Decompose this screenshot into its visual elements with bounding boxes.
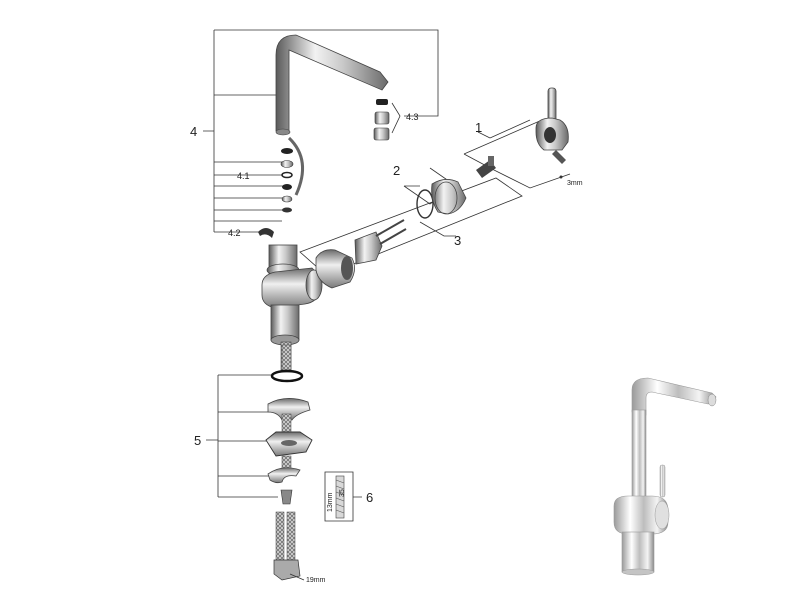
callout-1-bracket — [463, 119, 571, 189]
callout-6-bracket — [324, 471, 362, 522]
handle-group: 1 3mm — [463, 87, 583, 189]
nut-width: 13mm — [327, 492, 334, 512]
callout-1: 1 — [475, 120, 482, 135]
spout-group: 4 4.1 4.2 4.3 — [190, 29, 439, 238]
callout-4-1: 4.1 — [237, 171, 250, 181]
product-photo — [613, 377, 717, 576]
hex-key-size: 3mm — [567, 180, 583, 187]
seals-4-1 — [280, 148, 294, 213]
spout-hose — [287, 136, 305, 196]
callout-2: 2 — [393, 163, 400, 178]
cartridge-group: 3 — [299, 177, 523, 289]
callout-3: 3 — [454, 233, 461, 248]
ring-group: 2 — [393, 163, 467, 219]
aerator-4-3 — [373, 99, 401, 141]
callout-5: 5 — [194, 433, 201, 448]
callout-5-bracket — [206, 374, 278, 498]
clip-4-2 — [258, 228, 274, 238]
mounting-group: 5 19mm — [194, 344, 326, 584]
threaded-rod-group: 13mm 35 6 — [324, 471, 373, 522]
rod-length: 35 — [339, 489, 346, 497]
callout-4: 4 — [190, 124, 197, 139]
wrench-size: 19mm — [306, 577, 326, 584]
callout-4-bracket — [203, 29, 439, 233]
spout-tube — [275, 34, 389, 132]
callout-4-3: 4.3 — [406, 112, 419, 122]
callout-4-2: 4.2 — [228, 228, 241, 238]
faucet-body — [261, 244, 323, 373]
callout-6: 6 — [366, 490, 373, 505]
